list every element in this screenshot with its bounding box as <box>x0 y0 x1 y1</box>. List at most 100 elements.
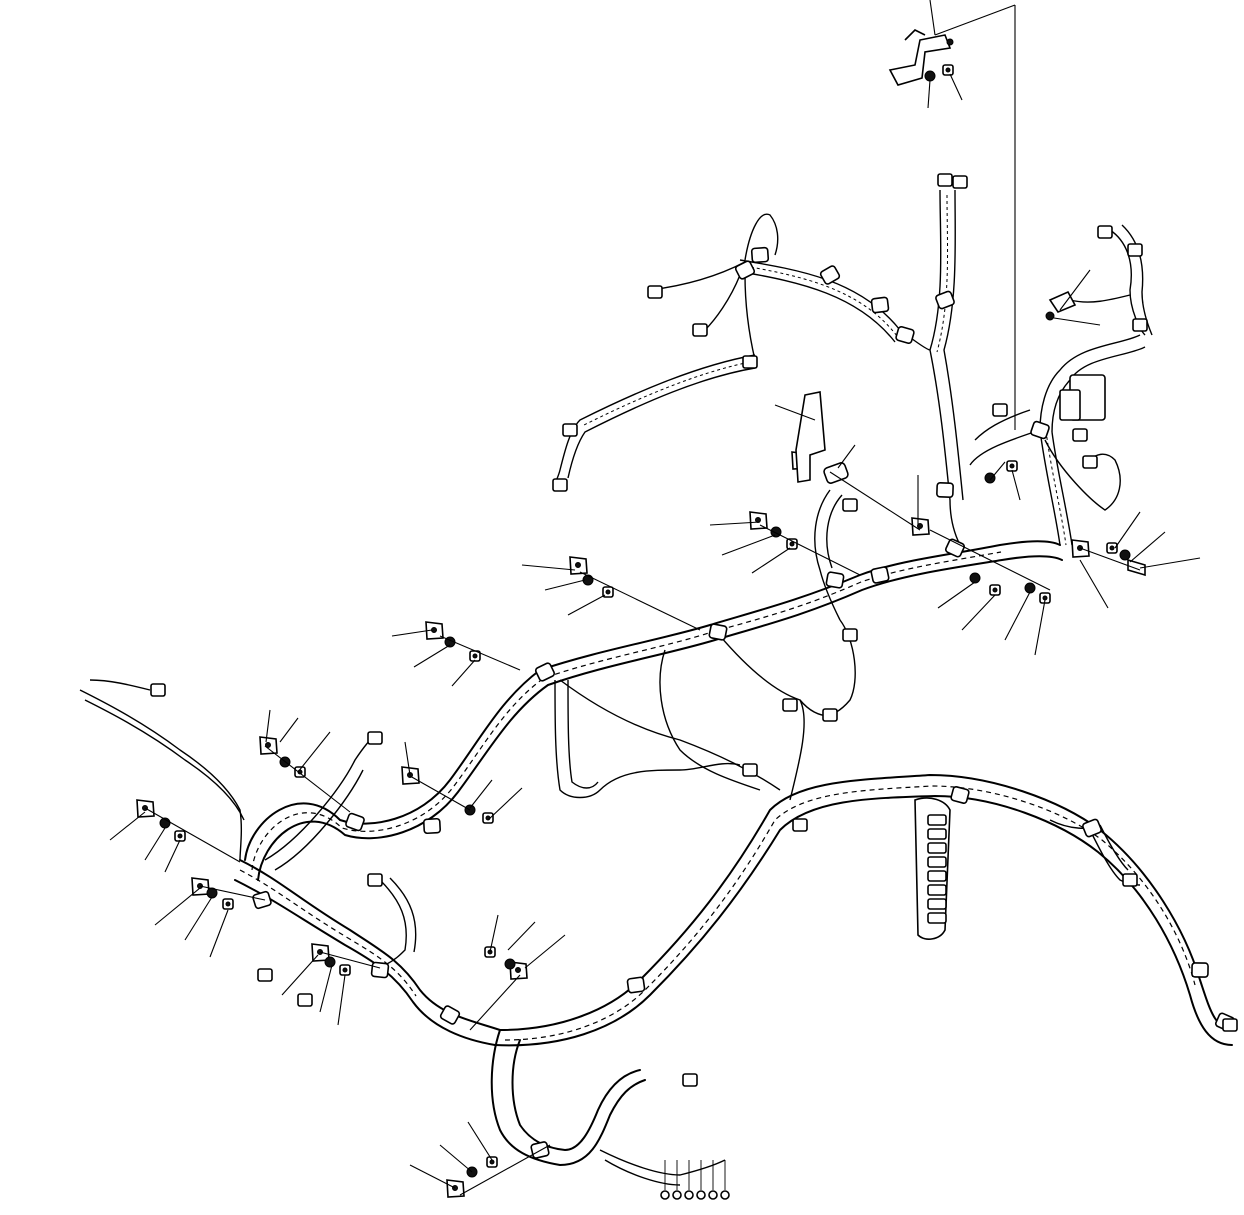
right-bracket <box>1127 558 1146 577</box>
bolt-center <box>605 589 611 595</box>
harness-clamp <box>734 260 756 280</box>
lug-terminal <box>696 1190 706 1200</box>
spacer <box>823 462 849 484</box>
harness-clamp <box>422 817 442 835</box>
callout-leader <box>1059 269 1091 311</box>
bolt-center <box>225 901 231 907</box>
connector <box>1082 455 1098 469</box>
bracket-hole <box>431 627 437 633</box>
harness-clamp <box>252 890 272 910</box>
callout-leader <box>837 444 856 469</box>
bolt-center <box>342 967 348 973</box>
comb-connector <box>927 856 947 868</box>
bolt-center <box>177 833 183 839</box>
callout-leader <box>524 934 566 969</box>
callout-leader <box>721 534 776 556</box>
callout-leader <box>467 1121 493 1161</box>
connector <box>647 285 663 299</box>
washer <box>324 956 336 968</box>
left-branches <box>79 679 417 966</box>
harness-clamp <box>936 482 954 498</box>
callout-leader <box>1034 599 1046 656</box>
washer <box>984 472 996 484</box>
comb-connector <box>927 828 947 840</box>
harness-clamp <box>750 246 770 264</box>
harness-clamp <box>825 571 845 589</box>
connector <box>1097 225 1113 239</box>
connector <box>367 873 383 887</box>
lug-terminal <box>684 1190 694 1200</box>
harness-clamp <box>944 538 966 558</box>
cap-washer <box>1045 311 1055 321</box>
harness-clamp <box>708 623 728 641</box>
callout-leader <box>391 629 433 637</box>
long-leaders <box>144 471 1141 1196</box>
harness-clamp <box>1030 420 1050 440</box>
bracket-hole <box>515 967 521 973</box>
washer <box>1024 582 1036 594</box>
upper-harness <box>554 189 1153 546</box>
harness-clamp <box>345 812 365 832</box>
harness-clamp <box>935 290 955 310</box>
callout-leader <box>1139 557 1201 569</box>
bolt-center <box>472 653 478 659</box>
harness-clamp <box>1191 962 1209 978</box>
connector <box>1072 428 1088 442</box>
callout-leader <box>144 827 166 861</box>
bottom-branch <box>599 1149 726 1186</box>
tall-bracket <box>795 391 826 483</box>
callout-leader <box>1079 559 1109 609</box>
lug-terminal <box>708 1190 718 1200</box>
lug-terminal <box>720 1190 730 1200</box>
connector <box>742 763 758 777</box>
bracket-hole <box>265 742 271 748</box>
comb-connector <box>927 870 947 882</box>
connector <box>742 355 758 369</box>
callout-leader <box>439 1144 473 1173</box>
connector <box>150 683 166 697</box>
callout-leader <box>409 1164 456 1189</box>
comb-connector <box>927 814 947 826</box>
connector <box>257 968 273 982</box>
callout-leader <box>751 547 791 574</box>
connector <box>562 423 578 437</box>
callout-leader <box>265 709 271 743</box>
connector <box>367 731 383 745</box>
harness-clamp <box>950 786 970 804</box>
connector <box>842 498 858 512</box>
connector <box>1127 243 1143 257</box>
callout-leader <box>544 579 586 591</box>
main-harness <box>234 540 1236 1166</box>
connectors <box>150 173 1238 1200</box>
comb-connector <box>927 912 947 924</box>
leader-lines <box>109 0 1201 1189</box>
callout-leader <box>404 741 411 776</box>
callout-leader <box>709 521 761 526</box>
callout-leader <box>927 79 931 109</box>
callout-leader <box>989 461 1006 481</box>
cap-connector <box>1048 290 1077 313</box>
bolt-center <box>945 67 951 73</box>
harness-clamp <box>819 265 841 285</box>
harness-clamp <box>626 976 646 994</box>
middle-branches <box>554 489 856 801</box>
callout-leader <box>1004 591 1031 641</box>
callout-leader <box>487 787 523 821</box>
comb-connector <box>927 898 947 910</box>
callout-leader <box>567 594 606 616</box>
bolt-center <box>992 587 998 593</box>
callout-leader <box>489 914 499 953</box>
comb-connector <box>927 842 947 854</box>
harness-clamp <box>439 1005 461 1025</box>
callout-leader <box>1129 531 1166 563</box>
connector <box>1222 1018 1238 1032</box>
bolt-center <box>1042 595 1048 601</box>
callout-leader <box>319 964 333 1013</box>
callout-leader <box>937 581 976 609</box>
callout-leader <box>929 0 936 36</box>
connector <box>937 173 953 187</box>
washer <box>1119 549 1131 561</box>
connector <box>952 175 968 189</box>
callout-leader <box>774 404 816 421</box>
